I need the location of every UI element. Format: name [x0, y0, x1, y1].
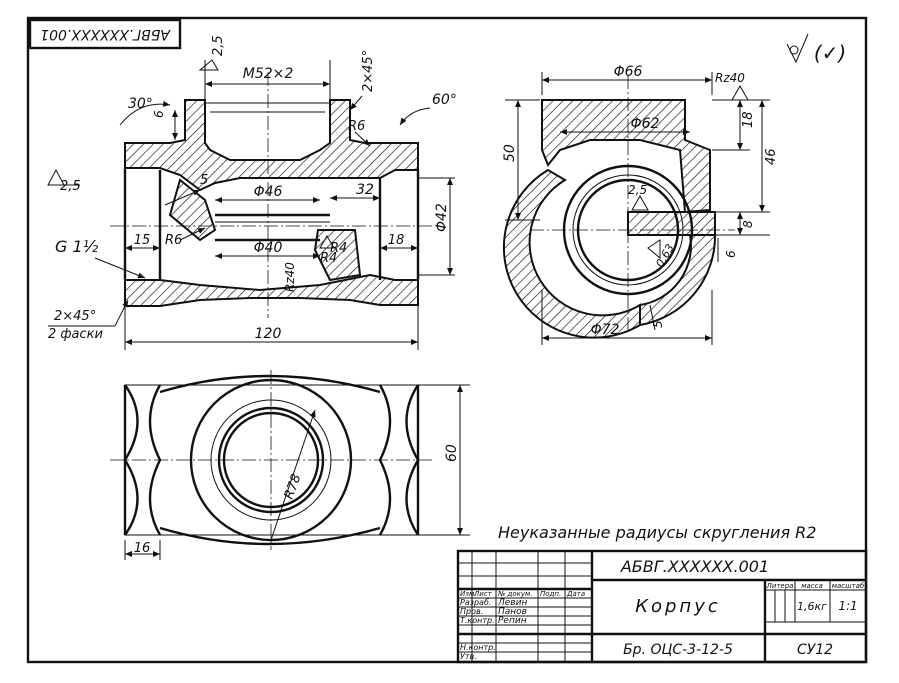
dim-thread-G: G 1½ [55, 237, 99, 256]
tb-h-sign: Подп. [540, 590, 561, 598]
tb-r-prov: Пров. [460, 607, 483, 616]
dim-6-side: 6 [724, 250, 738, 258]
tb-r-utv: Утв. [460, 652, 477, 661]
tb-h-izm: Изм. [460, 590, 476, 598]
dim-60: 60 [444, 444, 460, 462]
dim-angle-30: 30° [128, 96, 153, 112]
dim-R6-top: R6 [348, 119, 365, 134]
top-view: R78 60 16 [110, 370, 470, 560]
dim-phi46: Φ46 [254, 184, 283, 200]
dim-46: 46 [764, 148, 779, 165]
dim-slope-left: 2,5 [211, 35, 226, 56]
drawing-frame [26, 16, 868, 664]
tb-h-scale: масштаб [832, 582, 865, 590]
dim-32: 32 [356, 182, 374, 198]
dim-16: 16 [134, 541, 151, 556]
tb-designation: АБВГ.XXXXXX.001 [620, 557, 769, 576]
tb-n-prov: Панов [498, 607, 527, 617]
dim-5-side: 5 [651, 320, 665, 328]
dim-rough-side: 2,5 [628, 183, 647, 197]
tb-mass: 1,6кг [797, 600, 827, 613]
dim-phi62: Φ62 [631, 116, 660, 132]
dim-rough-left: 2,5 [60, 179, 81, 194]
side-view: Φ66 Rz40 Φ62 50 18 46 2,5 8 6 0,63 Φ72 5 [502, 64, 779, 345]
dim-R6-left: R6 [165, 233, 182, 248]
dim-8: 8 [741, 220, 755, 228]
general-note: Неуказанные радиусы скругления R2 [498, 523, 816, 542]
tb-material: Бр. ОЦС-3-12-5 [623, 642, 733, 658]
dim-18: 18 [388, 233, 405, 248]
tb-r-razrab: Разраб. [460, 598, 491, 607]
tb-n-tkontr: Репин [498, 616, 527, 626]
dim-thread-m52: M52×2 [243, 66, 294, 82]
dim-phi42: Φ42 [434, 203, 450, 232]
stamp-top-text: АБВГ.XXXXXX.001 [40, 26, 171, 42]
tb-n-razrab: Левин [497, 598, 527, 608]
dim-18-side: 18 [741, 111, 756, 128]
tb-r-nkontr: Н.контр. [460, 643, 496, 652]
dim-50: 50 [502, 144, 518, 162]
dim-phi40: Φ40 [254, 240, 283, 256]
dim-R4b: R4 [320, 251, 337, 266]
dim-R4a: R4 [330, 241, 347, 256]
roughness-mark-text: (✓) [814, 41, 846, 65]
dim-Rz40-front: Rz40 [283, 262, 297, 292]
chamfer-note-line2: 2 фаски [48, 327, 103, 342]
tb-h-doc: № докум. [497, 590, 533, 598]
dim-063: 0,63 [653, 242, 677, 270]
tb-h-list: Лист [473, 590, 493, 598]
dim-phi66: Φ66 [614, 64, 643, 80]
tb-org: СУ12 [797, 642, 833, 658]
top-stamp: АБВГ.XXXXXX.001 [28, 18, 182, 50]
tb-scale: 1:1 [838, 599, 857, 613]
dim-phi72: Φ72 [591, 322, 620, 338]
tb-h-mass: масса [801, 582, 823, 590]
dim-Rz40-side: Rz40 [715, 71, 745, 85]
dim-chamfer-top: 2×45° [361, 50, 376, 92]
title-block: Изм. Лист № докум. Подп. Дата Разраб. Пр… [456, 549, 868, 664]
front-view: M52×2 2,5 2×45° 30° 60° 6 R6 2,5 5 Φ46 3… [47, 35, 457, 350]
tb-h-date: Дата [566, 590, 585, 598]
tb-part-name: Корпус [635, 596, 721, 617]
dim-15: 15 [134, 233, 151, 248]
dim-5: 5 [200, 173, 208, 188]
roughness-symbol: (✓) [786, 33, 846, 65]
tb-r-tkontr: Т.контр. [460, 616, 495, 625]
tb-h-litera: Литера [766, 582, 794, 590]
dim-angle-60: 60° [432, 92, 457, 108]
dim-6: 6 [152, 110, 166, 118]
dim-120: 120 [255, 326, 282, 342]
chamfer-note-line1: 2×45° [54, 309, 96, 324]
